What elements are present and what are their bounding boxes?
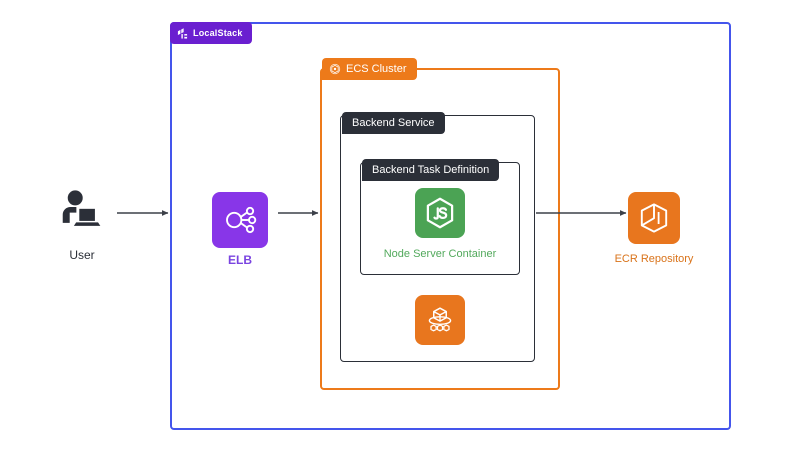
ecs-task-node[interactable] <box>415 295 465 345</box>
backend-task-definition-label: Backend Task Definition <box>372 164 490 176</box>
user-at-laptop-icon <box>62 190 101 226</box>
backend-task-definition-badge: Backend Task Definition <box>362 159 500 181</box>
ecs-cluster-label: ECS Cluster <box>346 63 407 75</box>
elb-load-balancer-icon <box>212 192 268 248</box>
localstack-logo-icon <box>177 27 188 39</box>
user-label: User <box>69 248 95 262</box>
localstack-label: LocalStack <box>193 28 243 38</box>
user-node[interactable] <box>57 188 107 238</box>
nodejs-icon <box>415 188 465 238</box>
node-server-container-label: Node Server Container <box>383 248 497 260</box>
ecs-cluster-icon <box>329 63 341 75</box>
ecr-repository-node[interactable] <box>628 192 680 244</box>
elb-node[interactable] <box>212 192 268 248</box>
elb-label: ELB <box>228 253 252 267</box>
ecr-repository-label: ECR Repository <box>614 253 694 265</box>
backend-service-badge: Backend Service <box>342 112 445 134</box>
ecr-repository-icon <box>628 192 680 244</box>
ecs-service-icon <box>415 295 465 345</box>
ecs-cluster-badge: ECS Cluster <box>322 58 417 80</box>
localstack-badge: LocalStack <box>170 22 252 44</box>
node-server-container-node[interactable] <box>415 188 465 238</box>
backend-service-label: Backend Service <box>352 117 435 129</box>
